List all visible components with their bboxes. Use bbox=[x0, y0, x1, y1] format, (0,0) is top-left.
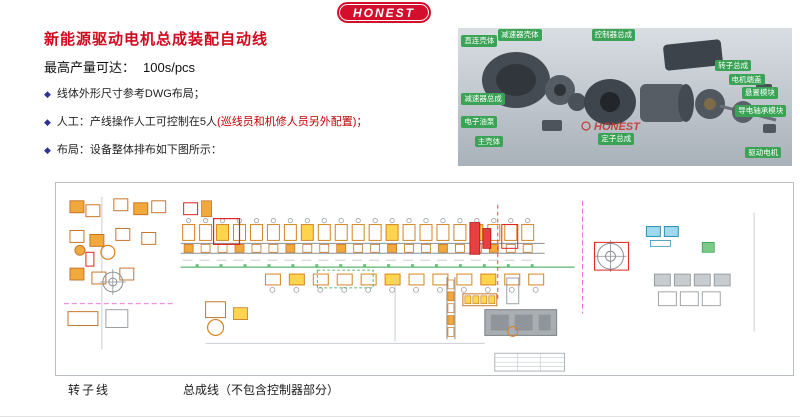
part-label: 驱动电机 bbox=[745, 146, 782, 159]
caption-assembly-line: 总成线（不包含控制器部分） bbox=[183, 383, 340, 397]
bullet-manpower: ◆ 人工：产线操作人工可控制在5人(巡线员和机修人员另外配置)； bbox=[44, 116, 454, 130]
bullet-dimensions: ◆ 线体外形尺寸参考DWG布局； bbox=[44, 88, 454, 102]
throughput-value: 100s/pcs bbox=[143, 60, 196, 75]
caption-rotor-line: 转子线 bbox=[68, 383, 111, 397]
motor-exploded-view-graphic: HONEST bbox=[458, 28, 792, 166]
part-label: 定子总成 bbox=[598, 132, 635, 145]
part-label: 直连壳体 bbox=[461, 34, 498, 47]
motor-exploded-view-image: HONEST 直连壳体减速器壳体 控制器总成转子总成电机端盖悬置模块 减速器总成导电… bbox=[458, 28, 792, 166]
part-label: 减速器壳体 bbox=[498, 29, 542, 42]
honest-watermark: HONEST bbox=[594, 121, 641, 133]
honest-logo: HONEST bbox=[337, 2, 431, 23]
factory-layout-graphic bbox=[63, 196, 755, 372]
bullet-layout-text: 布局：设备整体排布如下图所示： bbox=[56, 143, 222, 156]
bullet-layout: ◆ 布局：设备整体排布如下图所示： bbox=[44, 144, 454, 158]
part-label: 电机端盖 bbox=[728, 73, 765, 86]
page-title: 新能源驱动电机总成装配自动线 bbox=[44, 31, 269, 48]
bullet-list: ◆ 线体外形尺寸参考DWG布局； ◆ 人工：产线操作人工可控制在5人(巡线员和机… bbox=[44, 88, 454, 171]
part-label: 主壳体 bbox=[474, 135, 504, 148]
factory-layout-diagram bbox=[55, 182, 794, 376]
part-label: 电子油泵 bbox=[461, 116, 498, 129]
bullet-manpower-note: (巡线员和机修人员另外配置)； bbox=[217, 115, 368, 128]
bullet-manpower-text: 人工：产线操作人工可控制在5人(巡线员和机修人员另外配置)； bbox=[56, 115, 368, 128]
bullet-diamond-icon: ◆ bbox=[44, 89, 51, 99]
throughput-line: 最高产量可达： 100s/pcs bbox=[44, 57, 195, 76]
bullet-dimensions-text: 线体外形尺寸参考DWG布局； bbox=[56, 88, 205, 100]
part-label: 导电轴承模块 bbox=[735, 105, 787, 118]
bullet-diamond-icon: ◆ bbox=[44, 116, 51, 127]
part-label: 控制器总成 bbox=[591, 29, 636, 42]
throughput-label: 最高产量可达： bbox=[44, 60, 136, 75]
part-label: 悬置模块 bbox=[741, 87, 778, 100]
part-label: 减速器总成 bbox=[461, 92, 505, 105]
bullet-diamond-icon: ◆ bbox=[44, 144, 51, 155]
honest-logo-text: HONEST bbox=[352, 5, 415, 20]
part-label: 转子总成 bbox=[715, 59, 752, 72]
